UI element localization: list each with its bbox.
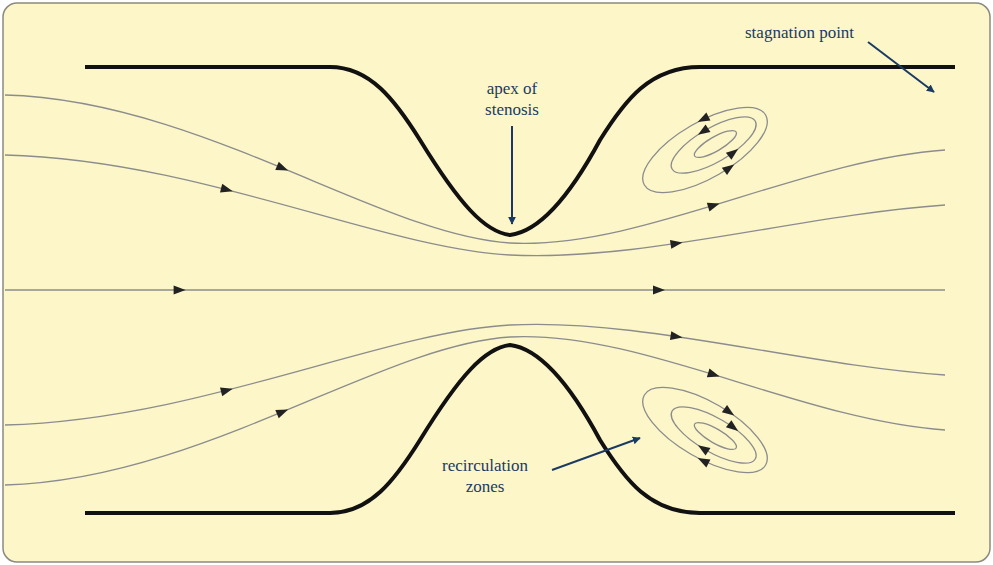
streamline: [5, 95, 945, 243]
flow-arrowhead: [695, 441, 710, 455]
leader-arrow: [552, 438, 640, 470]
callout-label: stagnation point: [745, 22, 854, 43]
flow-arrowhead: [670, 331, 683, 342]
flow-arrowhead: [726, 420, 741, 434]
lower-half: [5, 324, 955, 513]
centre-streamline: [5, 286, 945, 295]
vortex-loop: [664, 396, 764, 473]
vortex-loop: [630, 371, 779, 489]
flow-arrowhead: [653, 286, 665, 295]
flow-arrowhead: [707, 369, 721, 381]
flow-arrowhead: [696, 113, 711, 126]
flow-arrowhead: [722, 405, 737, 419]
flow-arrowhead: [275, 405, 290, 418]
flow-arrowhead: [670, 238, 683, 249]
flow-arrowhead: [696, 454, 711, 467]
upper-half: [5, 67, 955, 256]
recirculation-vortex: [628, 87, 782, 213]
flow-arrowhead: [722, 161, 737, 175]
vortex-loop: [630, 91, 779, 209]
flow-arrowhead: [220, 184, 234, 196]
vessel-wall: [85, 67, 955, 235]
panel-background: [3, 3, 990, 562]
streamline: [5, 324, 945, 425]
flow-arrowhead: [220, 384, 234, 396]
flow-arrowhead: [726, 145, 741, 159]
flow-arrowhead: [707, 199, 721, 211]
flow-arrowhead: [174, 286, 186, 295]
recirculation-vortex: [628, 367, 782, 493]
streamline: [5, 289, 945, 290]
callout-label: recirculation zones: [425, 455, 545, 497]
streamline: [5, 155, 945, 256]
callout-label: apex of stenosis: [462, 78, 562, 120]
vortex-loop: [664, 106, 764, 183]
leader-arrow: [511, 126, 513, 224]
flow-arrowhead: [695, 124, 710, 138]
leader-arrow: [868, 42, 934, 92]
vessel-wall: [85, 345, 955, 513]
flow-arrowhead: [275, 162, 290, 175]
